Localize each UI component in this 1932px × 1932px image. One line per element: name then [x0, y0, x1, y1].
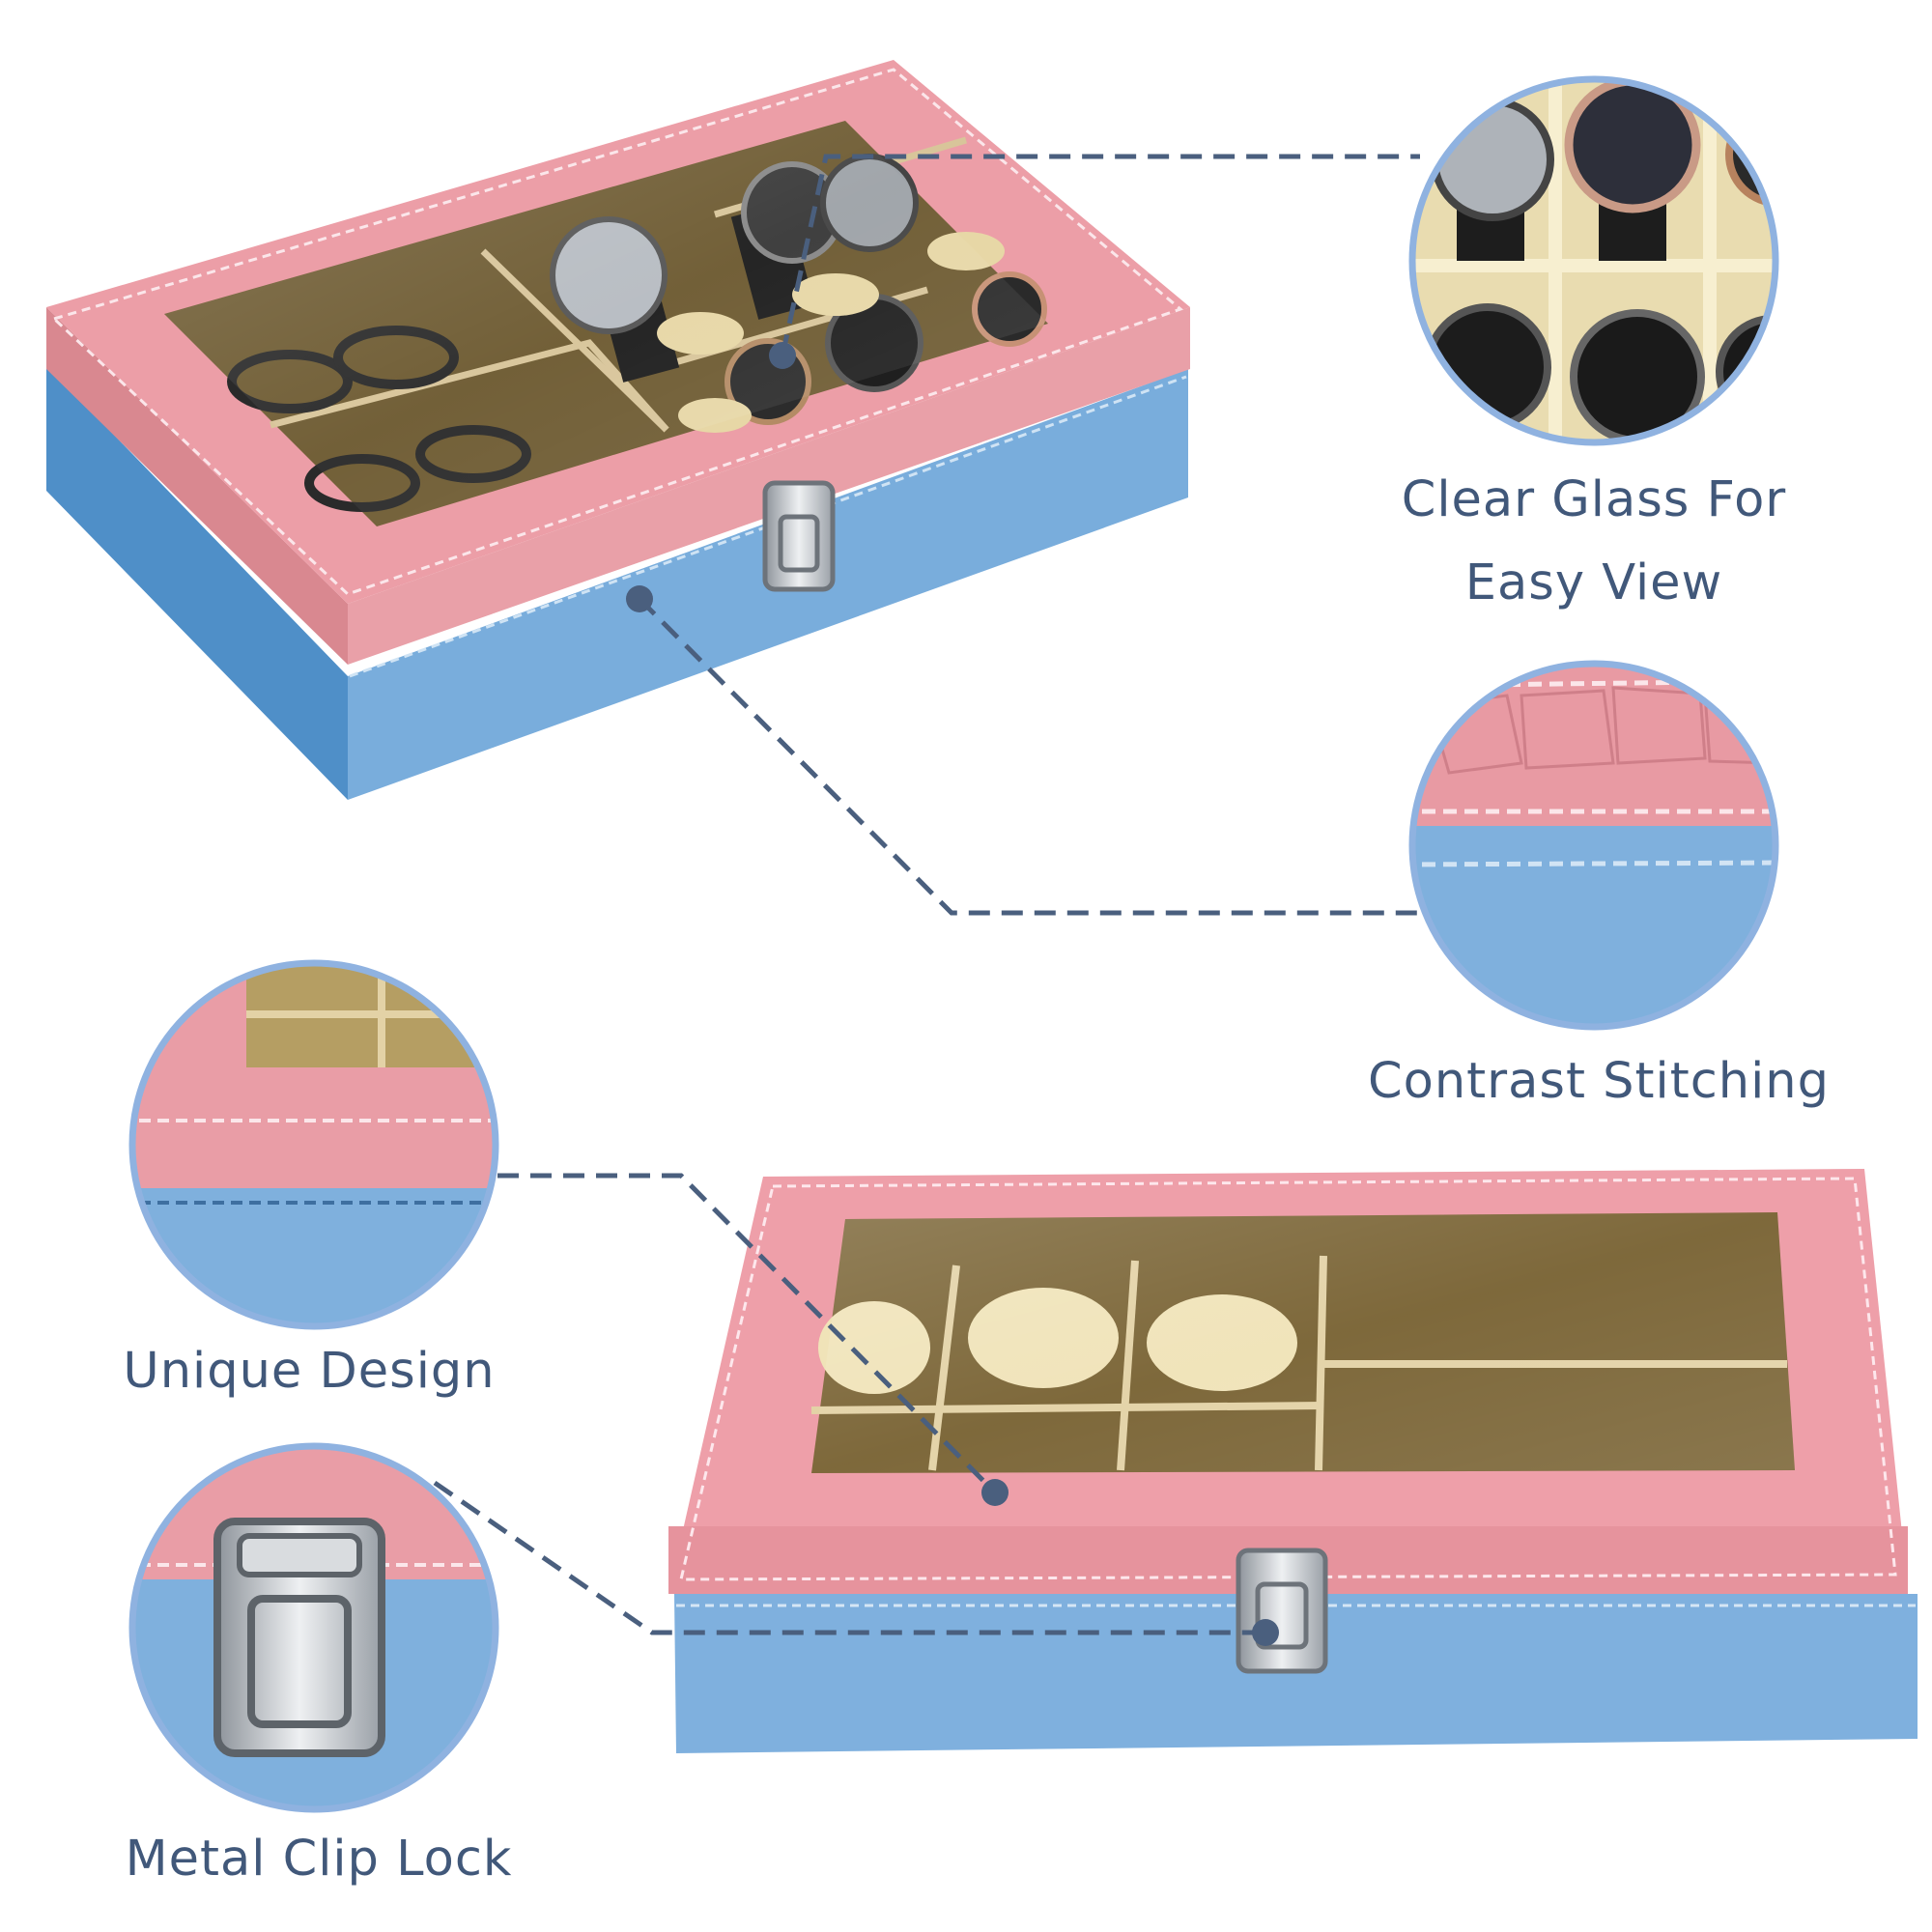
caption-unique-design: Unique Design — [123, 1343, 496, 1400]
lid-stitching — [679, 1177, 1897, 1581]
callout-dot-metal-clip — [1252, 1619, 1279, 1646]
lid-stitching — [52, 68, 1184, 596]
lock-icon — [213, 1518, 385, 1757]
detail-circle-contrast-stitching — [1408, 660, 1779, 1031]
circle-border — [128, 1442, 499, 1813]
callout-metal-clip — [433, 1480, 1265, 1635]
detail-circle-clear-glass — [1408, 75, 1779, 446]
glass-reflection — [811, 1212, 1795, 1473]
glass-reflection — [164, 121, 1048, 526]
jewelry-box-angled — [46, 60, 1190, 800]
box-base-side — [46, 365, 348, 800]
caption-contrast-stitching: Contrast Stitching — [1368, 1053, 1830, 1110]
callout-clear-glass — [780, 154, 1420, 356]
base-stitching — [349, 375, 1187, 678]
callout-unique-design — [497, 1173, 997, 1494]
circle-border — [1408, 660, 1779, 1031]
callout-dot-unique-design — [981, 1479, 1009, 1506]
callout-contrast-stitching — [638, 597, 1420, 916]
callout-dot-contrast-stitching — [626, 585, 653, 612]
callout-lines — [433, 154, 1420, 1635]
circle-border — [1408, 75, 1779, 446]
box-lid-side — [46, 307, 348, 665]
jewelry-box-front — [668, 1169, 1918, 1753]
caption-clear-glass-line2: Easy View — [1464, 554, 1723, 611]
callout-dots — [626, 342, 1279, 1646]
caption-metal-clip-lock: Metal Clip Lock — [125, 1831, 513, 1888]
callout-dot-clear-glass — [769, 342, 796, 369]
metal-clasp — [762, 480, 836, 592]
detail-circle-unique-design — [128, 959, 499, 1330]
circle-border — [128, 959, 499, 1330]
caption-clear-glass: Clear Glass For Easy View — [1372, 459, 1816, 625]
metal-clasp — [1236, 1548, 1328, 1674]
caption-clear-glass-line1: Clear Glass For — [1401, 471, 1787, 528]
